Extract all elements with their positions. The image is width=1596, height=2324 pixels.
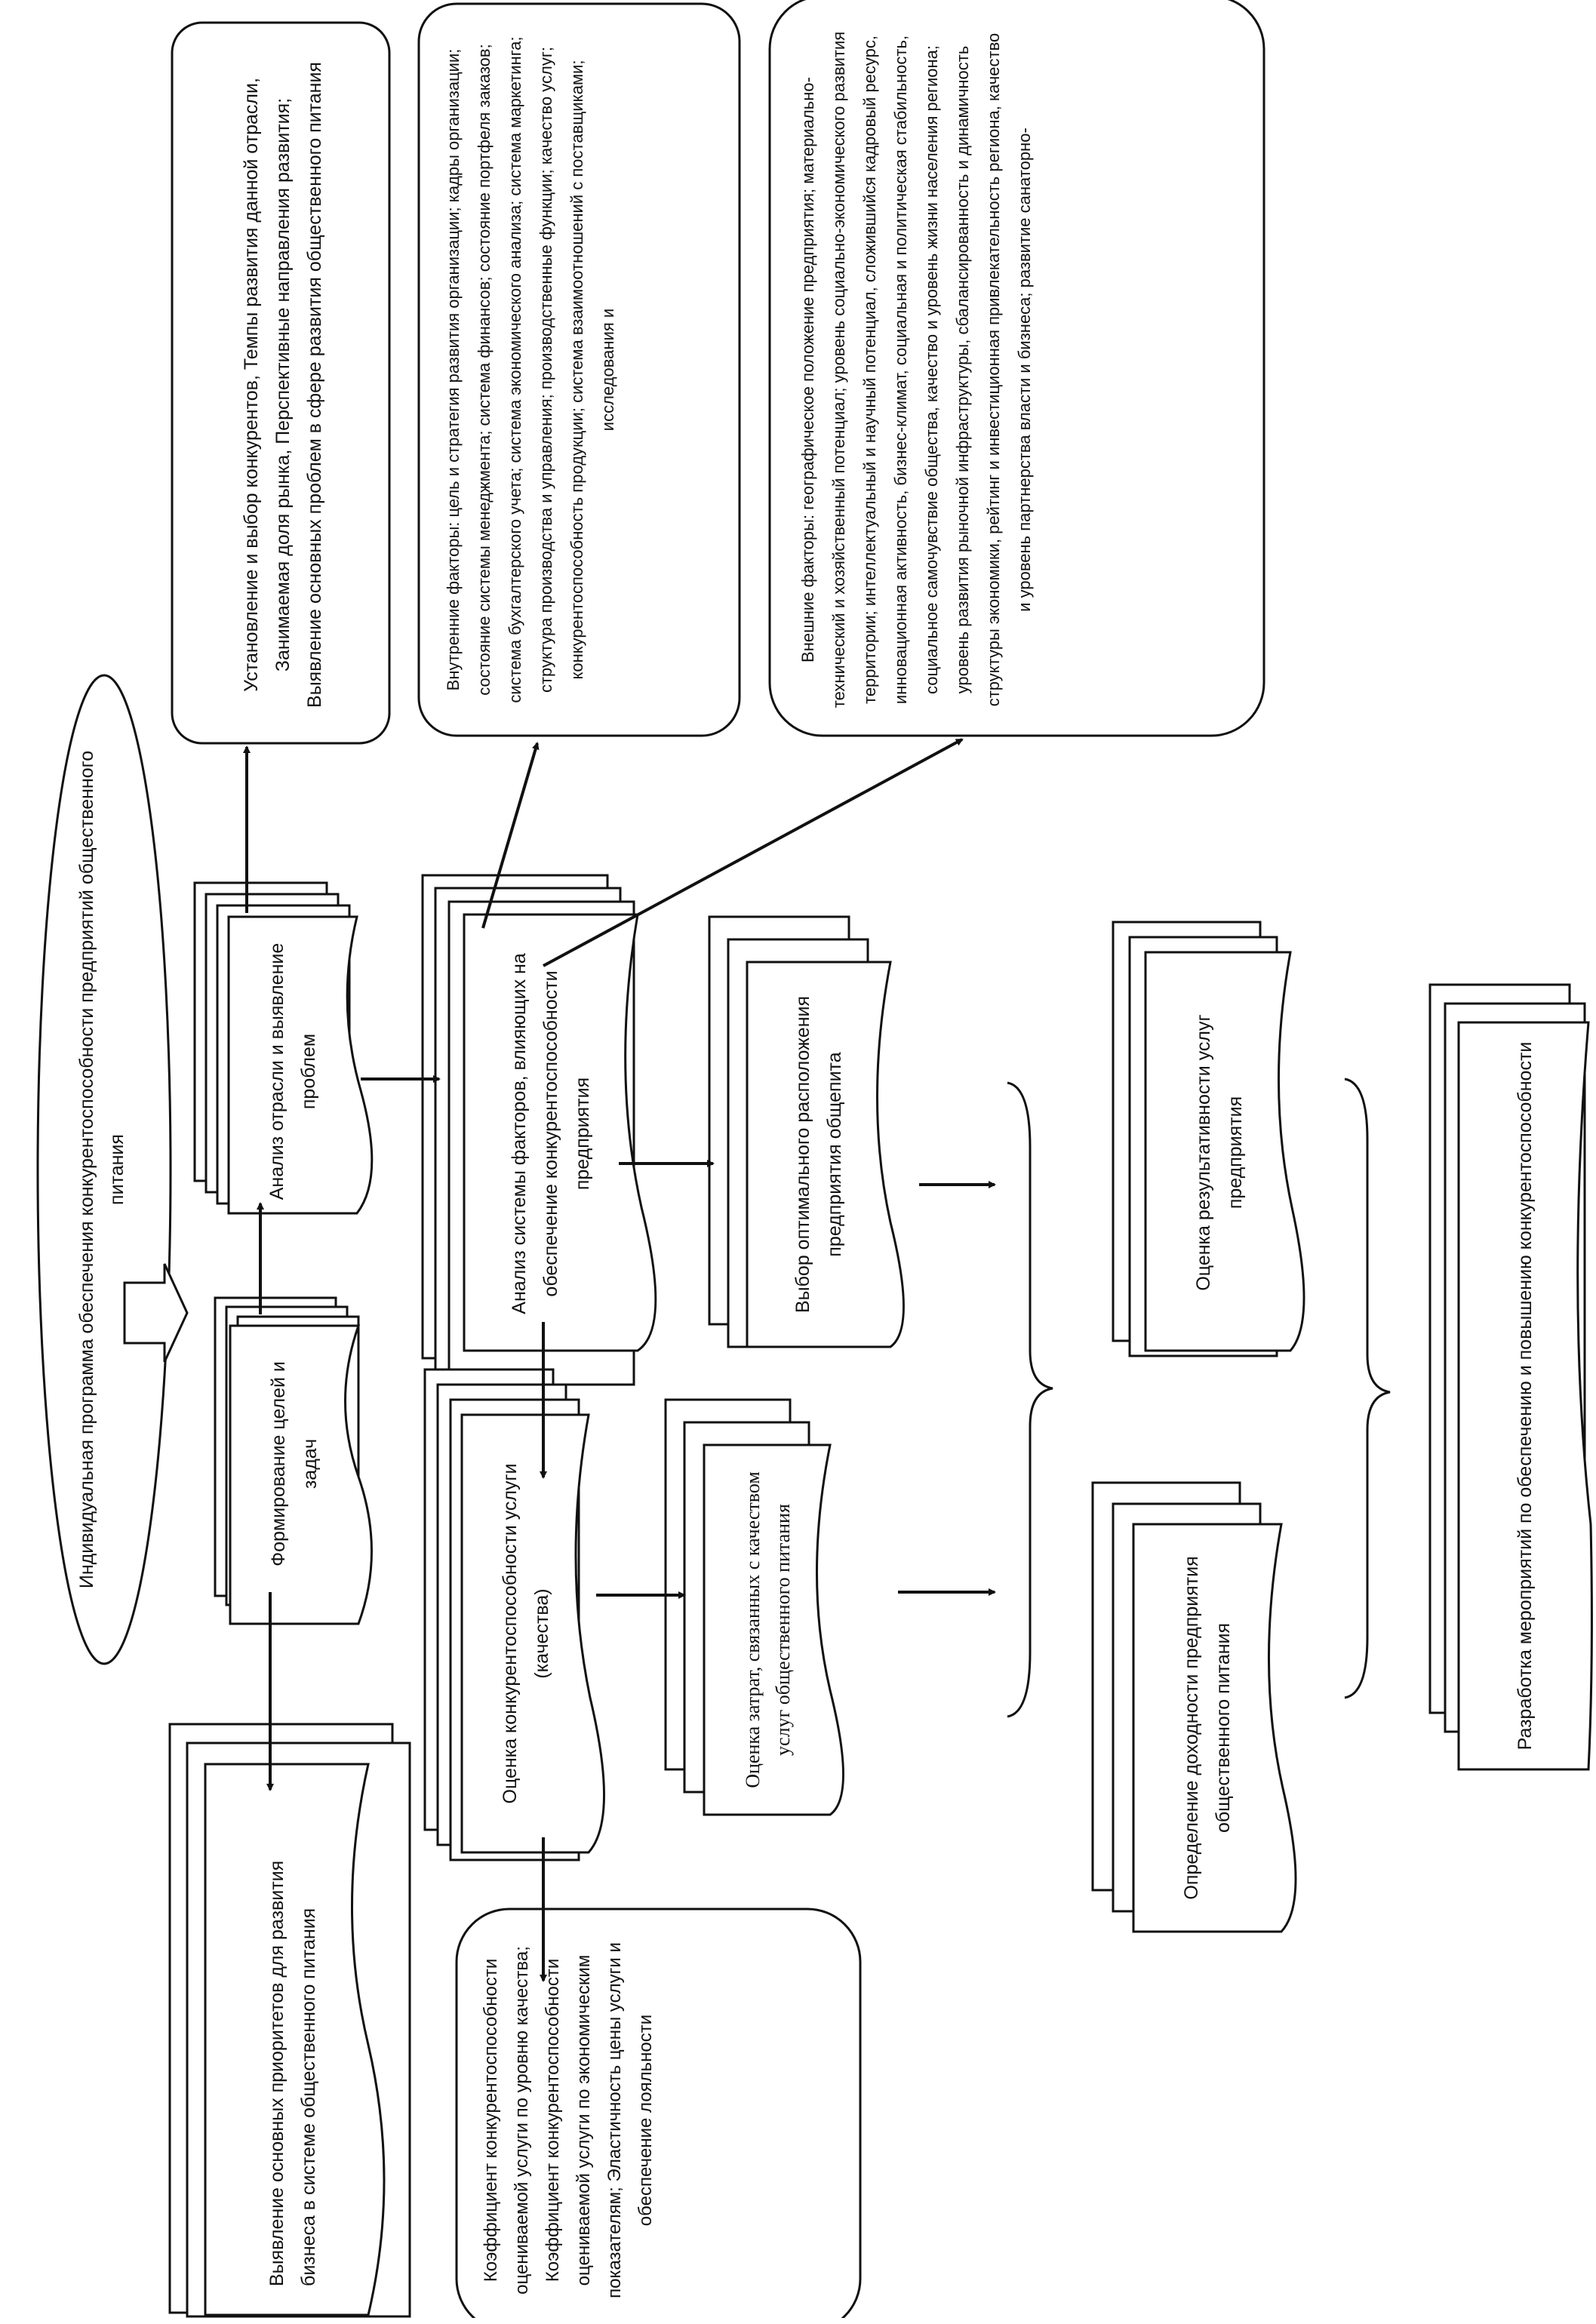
note-box-competitors (171, 21, 391, 745)
doc-stack-industry (193, 881, 374, 1215)
note-box-coefficients (455, 1907, 862, 2318)
doc-stack-effectiveness (1112, 921, 1305, 1357)
note-competitors-text: Установление и выбор конкурентов, Темпы … (241, 62, 325, 708)
program-title: Индивидуальная программа обеспечения кон… (42, 717, 162, 1622)
step-effectiveness-label: Оценка результативности услуг предприяти… (1192, 1014, 1246, 1291)
step-costs-label: Оценка затрат, связанных с качеством усл… (742, 1471, 794, 1788)
doc-stack-costs (664, 1398, 844, 1816)
step-factors-label: Анализ системы факторов, влияющих на обе… (509, 953, 593, 1314)
step-profitability-label: Определение доходности предприятия общес… (1180, 1556, 1234, 1900)
doc-stack-profitability (1091, 1481, 1297, 1933)
note-internal: Внутренние факторы: цель и стратегия раз… (430, 11, 732, 728)
note-external-text: Внешние факторы: географическое положени… (798, 31, 1034, 709)
doc-stack-location (708, 915, 905, 1348)
title-ellipse (36, 674, 172, 1665)
hollow-arrow (123, 1263, 189, 1363)
program-title-text: Индивидуальная программа обеспечения кон… (76, 750, 128, 1589)
note-internal-text: Внутренние факторы: цель и стратегия раз… (444, 36, 617, 703)
note-competitors: Установление и выбор конкурентов, Темпы … (181, 34, 385, 736)
step-location: Выбор оптимального расположения предприя… (751, 966, 887, 1343)
step-quality-label: Оценка конкурентоспособности услуги (кач… (500, 1463, 552, 1804)
arrow-factors-to-external (543, 738, 964, 967)
note-external: Внешние факторы: географическое положени… (785, 11, 1253, 728)
doc-stack-factors (421, 874, 657, 1386)
step-industry: Анализ отрасли и выявление проблем (232, 936, 353, 1207)
brace-left (1007, 1081, 1053, 1718)
step-profitability: Определение доходности предприятия общес… (1137, 1528, 1277, 1928)
step-effectiveness: Оценка результативности услуг предприяти… (1149, 958, 1289, 1347)
step-goals: Формирование целей и задач (234, 1336, 355, 1592)
step-costs: Оценка затрат, связанных с качеством усл… (708, 1449, 829, 1811)
step-measures: Разработка мероприятий по обеспечению и … (1462, 1026, 1587, 1766)
step-priorities: Выявление основных приоритетов для разви… (211, 1781, 374, 2309)
step-industry-label: Анализ отрасли и выявление проблем (266, 942, 319, 1200)
note-coefficients: Коэффициент конкурентоспособности оценив… (468, 1917, 849, 2324)
note-box-internal (417, 2, 741, 737)
doc-stack-goals (214, 1296, 373, 1625)
note-coefficients-text: Коэффициент конкурентоспособности оценив… (481, 1942, 656, 2298)
doc-stack-measures (1428, 983, 1593, 1771)
step-quality: Оценка конкурентоспособности услуги (кач… (466, 1419, 586, 1849)
note-box-external (768, 0, 1265, 737)
step-goals-label: Формирование целей и задач (268, 1361, 321, 1566)
step-location-label: Выбор оптимального расположения предприя… (792, 995, 845, 1314)
step-priorities-label: Выявление основных приоритетов для разви… (266, 1860, 319, 2286)
step-factors: Анализ системы факторов, влияющих на обе… (468, 921, 634, 1347)
doc-stack-priorities (168, 1723, 411, 2318)
arrow-factors-to-internal (481, 742, 540, 929)
step-measures-label: Разработка мероприятий по обеспечению и … (1514, 1041, 1536, 1751)
brace-right (1344, 1077, 1391, 1699)
